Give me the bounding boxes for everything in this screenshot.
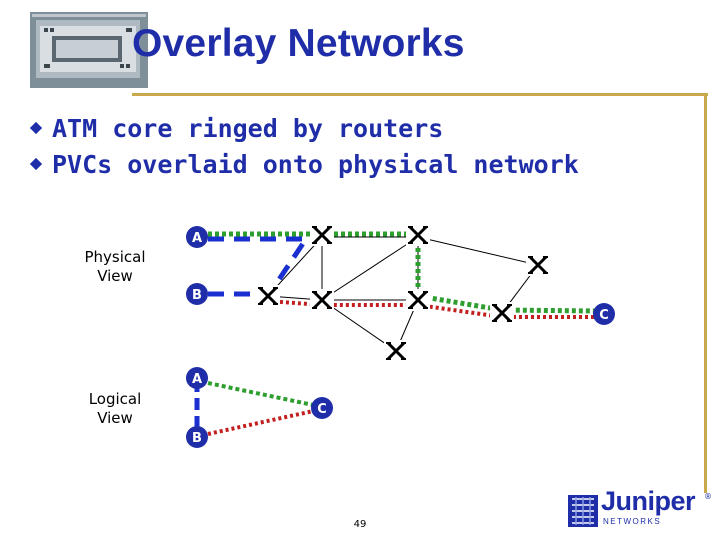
logical-endpoint-a-label: A: [192, 372, 202, 387]
logical-pvc-a-c: [208, 383, 318, 406]
logical-endpoint-b-label: B: [192, 431, 202, 446]
endpoint-b: B: [186, 283, 208, 305]
endpoint-b-label: B: [192, 288, 202, 303]
atm-switch-icon: [406, 289, 430, 311]
endpoint-c-label: C: [599, 308, 609, 323]
atm-switch-icon: [526, 254, 550, 276]
physical-link: [322, 237, 418, 300]
logical-endpoint-c-label: C: [317, 402, 327, 417]
atm-switch-icon: [310, 224, 334, 246]
logical-pvc-b-c: [208, 410, 318, 434]
logical-view: A C B: [186, 367, 333, 448]
logo-wordmark: Juniper: [601, 486, 695, 517]
endpoint-a-label: A: [192, 231, 202, 246]
endpoint-a: A: [186, 226, 208, 248]
atm-switch-icon: [490, 302, 514, 324]
atm-switch-icon: [384, 340, 408, 362]
physical-links: [268, 237, 538, 351]
page-number: 49: [340, 519, 380, 530]
endpoint-c: C: [593, 303, 615, 325]
logo-registered-mark: ®: [704, 492, 712, 501]
atm-switch-icon: [310, 289, 334, 311]
juniper-emblem-icon: [568, 495, 598, 527]
physical-link: [418, 237, 538, 265]
atm-switch-icon: [256, 285, 280, 307]
logo-subtext: NETWORKS: [603, 517, 661, 526]
atm-switch-icon: [406, 224, 430, 246]
